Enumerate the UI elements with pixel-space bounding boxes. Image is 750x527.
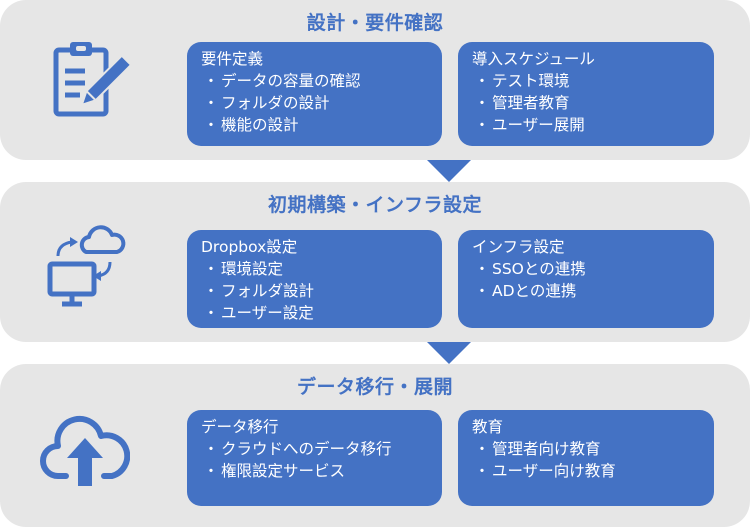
list-item: ・機能の設計: [201, 114, 430, 136]
list-item-label: SSOとの連携: [492, 260, 586, 278]
card-title: 要件定義: [201, 50, 264, 68]
list-item-label: 環境設定: [221, 260, 284, 278]
list-item-label: フォルダ設計: [221, 282, 315, 300]
list-item: ・SSOとの連携: [472, 258, 702, 280]
card-requirements: 要件定義 ・データの容量の確認 ・フォルダの設計 ・機能の設計: [187, 42, 442, 146]
list-item: ・ユーザー向け教育: [472, 460, 702, 482]
bullet: ・: [474, 72, 490, 90]
phase-title: 初期構築・インフラ設定: [268, 194, 482, 216]
bullet: ・: [203, 116, 219, 134]
list-item: ・権限設定サービス: [201, 460, 430, 482]
list-item: ・ADとの連携: [472, 280, 702, 302]
list-item: ・データの容量の確認: [201, 70, 430, 92]
list-item-label: ユーザー向け教育: [492, 462, 616, 480]
list-item-label: 管理者向け教育: [492, 440, 601, 458]
monitor-cloud-sync-icon: [40, 218, 130, 308]
flow-arrow-icon: [427, 160, 471, 182]
list-item-label: ADとの連携: [492, 282, 577, 300]
bullet: ・: [203, 440, 219, 458]
list-item: ・管理者向け教育: [472, 438, 702, 460]
bullet: ・: [203, 462, 219, 480]
list-item: ・フォルダ設計: [201, 280, 430, 302]
list-item: ・ユーザー展開: [472, 114, 702, 136]
bullet: ・: [203, 72, 219, 90]
list-item-label: データの容量の確認: [221, 72, 361, 90]
flow-arrow-icon: [427, 342, 471, 364]
card-title: 導入スケジュール: [472, 50, 595, 68]
list-item-label: 管理者教育: [492, 94, 570, 112]
bullet: ・: [203, 94, 219, 112]
card-data-migration: データ移行 ・クラウドへのデータ移行 ・権限設定サービス: [187, 410, 442, 506]
bullet: ・: [474, 94, 490, 112]
card-title: Dropbox設定: [201, 238, 298, 256]
bullet: ・: [474, 440, 490, 458]
list-item: ・クラウドへのデータ移行: [201, 438, 430, 460]
cloud-upload-icon: [40, 410, 130, 500]
card-title: 教育: [472, 418, 504, 436]
list-item: ・テスト環境: [472, 70, 702, 92]
bullet: ・: [474, 260, 490, 278]
card-infra-settings: インフラ設定 ・SSOとの連携 ・ADとの連携: [458, 230, 714, 328]
list-item: ・フォルダの設計: [201, 92, 430, 114]
list-item-label: ユーザー設定: [221, 304, 314, 322]
card-title: インフラ設定: [472, 238, 565, 256]
phase-panel-design: 設計・要件確認 要件定義 ・データの容量の確認 ・フォルダの設計 ・機能の設計 …: [0, 0, 750, 160]
clipboard-pencil-icon: [40, 36, 130, 126]
card-schedule: 導入スケジュール ・テスト環境 ・管理者教育 ・ユーザー展開: [458, 42, 714, 146]
list-item-label: 機能の設計: [221, 116, 299, 134]
phase-panel-infrastructure: 初期構築・インフラ設定 Dropbox設定 ・環境設定 ・フォルダ設計 ・ユーザ…: [0, 182, 750, 342]
phase-title: データ移行・展開: [296, 376, 453, 398]
bullet: ・: [203, 260, 219, 278]
list-item-label: 権限設定サービス: [221, 462, 346, 480]
card-title: データ移行: [201, 418, 279, 436]
list-item-label: フォルダの設計: [221, 94, 330, 112]
list-item: ・ユーザー設定: [201, 302, 430, 324]
list-item-label: ユーザー展開: [492, 116, 585, 134]
card-education: 教育 ・管理者向け教育 ・ユーザー向け教育: [458, 410, 714, 506]
list-item-label: テスト環境: [492, 72, 570, 90]
card-dropbox-settings: Dropbox設定 ・環境設定 ・フォルダ設計 ・ユーザー設定: [187, 230, 442, 328]
phase-title: 設計・要件確認: [306, 12, 444, 34]
phase-panel-migration: データ移行・展開 データ移行 ・クラウドへのデータ移行 ・権限設定サービス 教育…: [0, 364, 750, 527]
list-item: ・環境設定: [201, 258, 430, 280]
list-item: ・管理者教育: [472, 92, 702, 114]
bullet: ・: [203, 282, 219, 300]
bullet: ・: [474, 462, 490, 480]
bullet: ・: [474, 282, 490, 300]
bullet: ・: [203, 304, 219, 322]
list-item-label: クラウドへのデータ移行: [221, 440, 392, 458]
bullet: ・: [474, 116, 490, 134]
